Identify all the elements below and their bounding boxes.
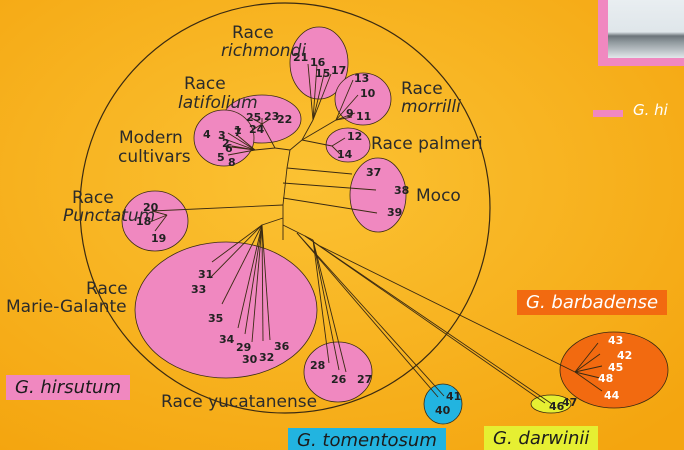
species-tomentosum: G. tomentosum bbox=[288, 428, 446, 450]
label-palmeri: Race palmeri bbox=[371, 134, 483, 154]
label-morrilli-1: Race bbox=[401, 79, 443, 99]
label-marie-galante-1: Race bbox=[86, 279, 128, 299]
label-richmondi-1: Race bbox=[232, 23, 274, 43]
species-hirsutum: G. hirsutum bbox=[6, 375, 130, 400]
species-darwinii: G. darwinii bbox=[484, 426, 598, 450]
label-moco: Moco bbox=[416, 186, 461, 206]
label-yucatanense: Race yucatanense bbox=[161, 392, 317, 412]
label-richmondi-2: richmondi bbox=[221, 41, 306, 61]
label-marie-galante-2: Marie-Galante bbox=[6, 297, 127, 317]
species-barbadense: G. barbadense bbox=[517, 290, 667, 315]
label-morrilli-2: morrilli bbox=[401, 97, 461, 117]
label-modern-1: Modern bbox=[119, 128, 183, 148]
label-latifolium-2: latifolium bbox=[178, 93, 258, 113]
label-latifolium-1: Race bbox=[184, 74, 226, 94]
label-punctatum-1: Race bbox=[72, 188, 114, 208]
label-punctatum-2: Punctatum bbox=[63, 206, 155, 226]
label-modern-2: cultivars bbox=[118, 147, 191, 167]
